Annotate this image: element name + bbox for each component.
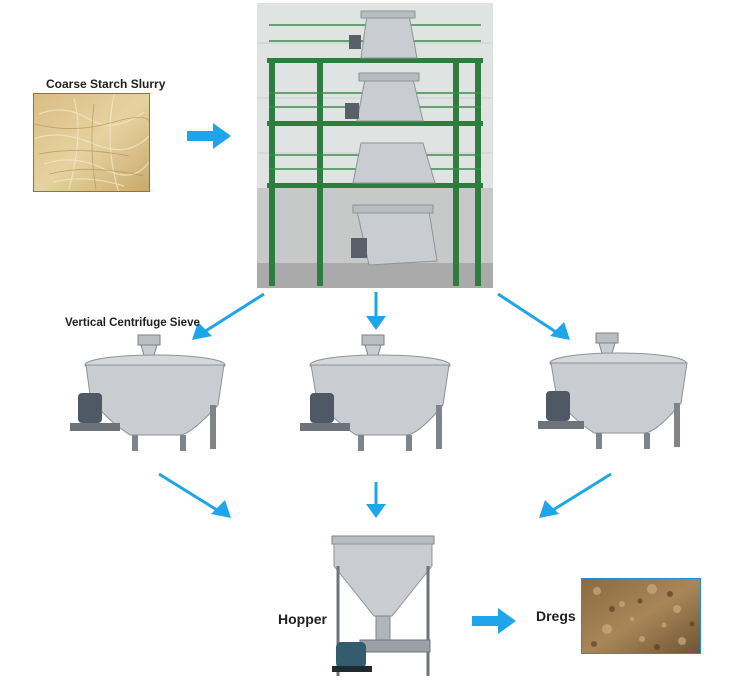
sieve-machine-right bbox=[538, 332, 688, 449]
slurry-photo bbox=[33, 93, 150, 192]
sieve-tower-photo bbox=[257, 3, 493, 288]
arrow-down-right-icon bbox=[158, 472, 231, 518]
sieve-label: Vertical Centrifuge Sieve bbox=[65, 317, 200, 329]
arrow-down-left-icon bbox=[192, 292, 265, 340]
arrow-right-icon bbox=[187, 123, 231, 149]
slurry-label: Coarse Starch Slurry bbox=[46, 77, 166, 91]
hopper-label: Hopper bbox=[278, 611, 327, 627]
sieve-machine-center bbox=[300, 334, 451, 451]
arrow-down-left-icon bbox=[539, 472, 612, 518]
hopper-machine bbox=[331, 535, 435, 676]
arrow-down-icon bbox=[366, 482, 386, 518]
dregs-label: Dregs bbox=[536, 608, 576, 624]
arrow-down-right-icon bbox=[497, 292, 570, 340]
sieve-machine-left bbox=[70, 334, 226, 451]
arrow-down-icon bbox=[366, 292, 386, 330]
arrow-right-icon bbox=[472, 608, 516, 634]
dregs-photo bbox=[581, 578, 701, 654]
